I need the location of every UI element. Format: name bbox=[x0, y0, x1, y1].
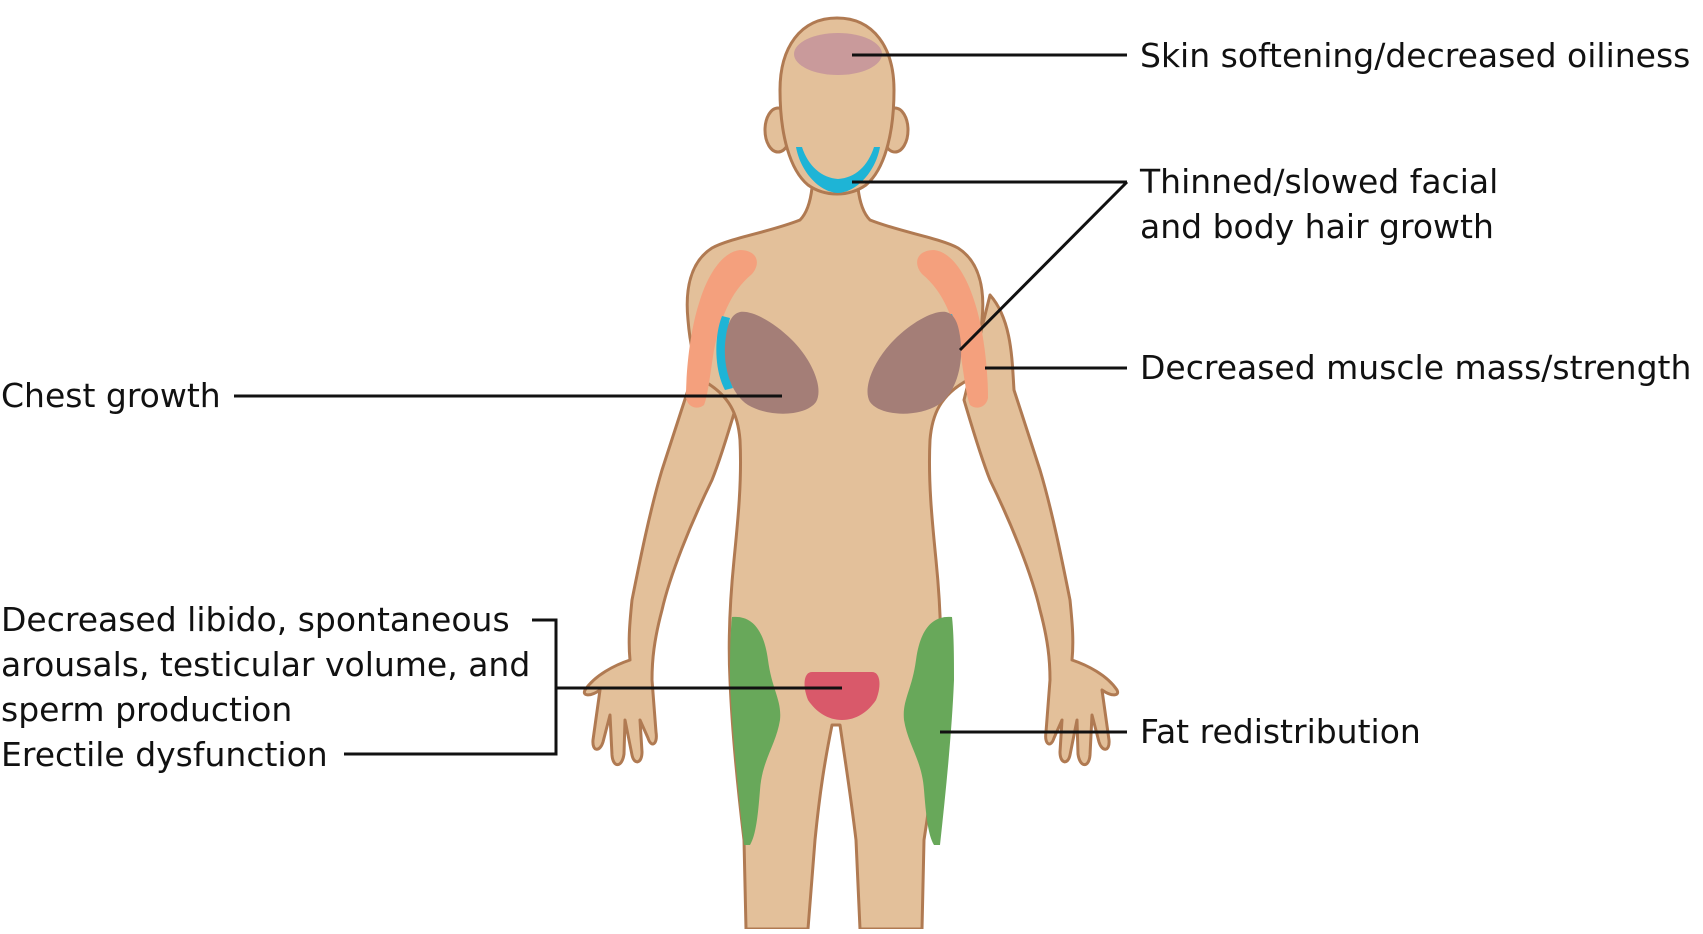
left-shoulder-muscle-zone bbox=[686, 250, 757, 408]
libido-label-line2: arousals, testicular volume, and bbox=[1, 645, 531, 684]
leader-lines bbox=[234, 53, 1129, 756]
left-hip-fat-zone bbox=[730, 616, 781, 845]
hair-label-line1: Thinned/slowed facial bbox=[1140, 162, 1499, 201]
right-hip-fat-zone bbox=[903, 616, 954, 845]
chest-label: Chest growth bbox=[1, 376, 221, 415]
left-armpit-hair-zone bbox=[716, 316, 733, 390]
fat-label: Fat redistribution bbox=[1140, 712, 1421, 751]
left-chest-zone bbox=[724, 311, 819, 414]
hair-label-line2: and body hair growth bbox=[1140, 207, 1494, 246]
highlight-zones bbox=[686, 33, 988, 845]
right-chest-zone bbox=[867, 311, 962, 414]
right-arm bbox=[962, 293, 1120, 767]
right-shoulder-muscle-zone bbox=[917, 250, 988, 408]
erectile-label: Erectile dysfunction bbox=[1, 735, 328, 774]
libido-label-line3: sperm production bbox=[1, 690, 293, 729]
libido-label-line1: Decreased libido, spontaneous bbox=[1, 600, 510, 639]
muscle-label: Decreased muscle mass/strength bbox=[1140, 348, 1692, 387]
armpit-hair-leader-line bbox=[958, 180, 1129, 352]
genital-zone bbox=[804, 672, 880, 720]
left-arm bbox=[582, 293, 740, 767]
body-silhouette bbox=[582, 16, 1120, 931]
forehead-zone bbox=[794, 33, 882, 75]
skin-label: Skin softening/decreased oiliness bbox=[1140, 36, 1691, 75]
